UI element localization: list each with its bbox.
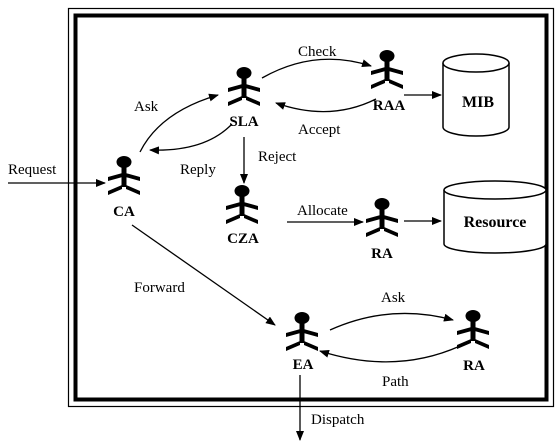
agent-ca-label: CA [113,204,135,220]
accept-arrow [275,98,377,113]
path-arrow [319,345,461,363]
agent-ea-label: EA [293,357,314,373]
agent-raa-icon [371,50,403,89]
agent-ea-icon [286,312,318,351]
accept-label: Accept [298,122,341,138]
agent-ra-top-label: RA [371,246,393,262]
resource-database: Resource [443,180,547,254]
check-label: Check [298,44,337,60]
agent-cza-icon [226,185,258,224]
agent-cza-label: CZA [227,231,259,247]
dispatch-label: Dispatch [311,412,365,428]
agent-sla-label: SLA [229,114,258,130]
reject-label: Reject [258,149,297,165]
path-label: Path [382,374,409,390]
request-label: Request [8,162,57,178]
agent-raa-label: RAA [373,98,406,114]
check-arrow [261,58,372,79]
ask-top-arrow [139,93,219,153]
agent-ra-bottom-label: RA [463,358,485,374]
agent-sla-icon [228,67,260,106]
ask-bottom-arrow [329,312,454,331]
agent-ca-icon [108,156,140,195]
ask-top-label: Ask [134,99,159,115]
resource-label: Resource [464,214,527,231]
reply-arrow [149,123,233,155]
allocate-label: Allocate [297,203,348,219]
mib-label: MIB [462,94,494,111]
mib-database: MIB [442,53,510,137]
forward-arrow [131,224,276,326]
system-boundary-outer [67,7,555,408]
agent-ra-bottom-icon [457,310,489,349]
ask-bottom-label: Ask [381,290,406,306]
forward-label: Forward [134,280,185,296]
reply-label: Reply [180,162,216,178]
agent-ra-top-icon [366,198,398,237]
